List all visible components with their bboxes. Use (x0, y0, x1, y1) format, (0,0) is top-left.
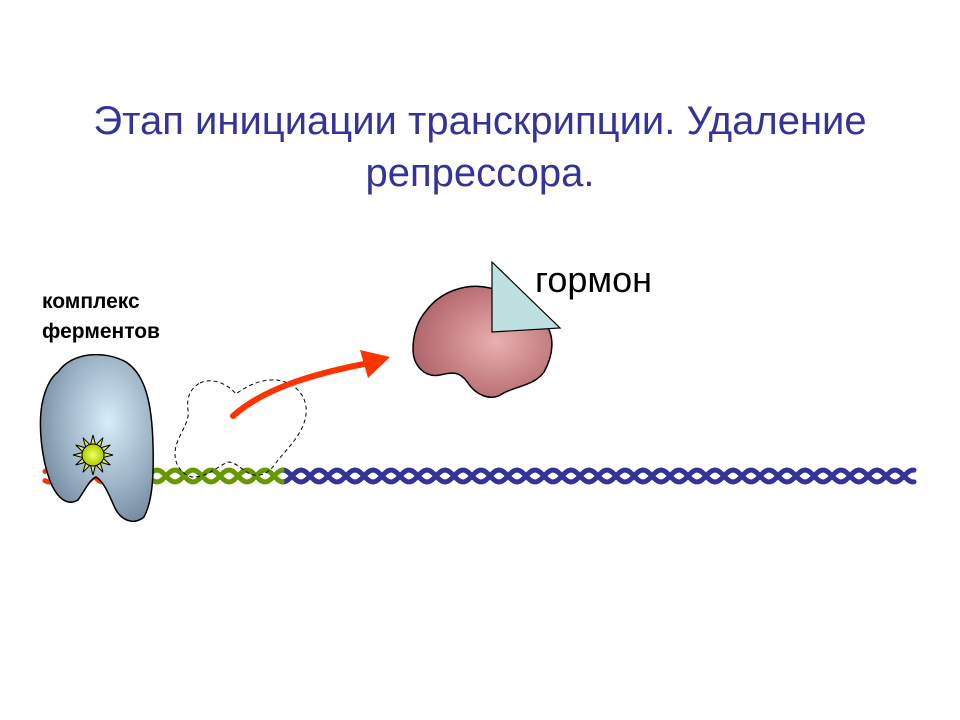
enzyme-complex-label-line-2: ферментов (42, 320, 160, 343)
dna-strand-operator-b (147, 467, 285, 485)
arrow-head-icon (360, 350, 390, 378)
repressor-former-site-outline (174, 379, 307, 478)
enzyme-complex-label: комплекс ферментов (42, 287, 160, 347)
enzyme-complex-shape (39, 353, 154, 522)
hormone-label: гормон (535, 259, 653, 300)
title-line-1: Этап инициации транскрипции. Удаление (93, 99, 867, 143)
enzyme-complex-label-line-1: комплекс (42, 290, 140, 313)
repressor-release-arrow (230, 361, 367, 419)
slide-title: Этап инициации транскрипции. Удаление ре… (40, 95, 920, 199)
dna-strand-main-b (279, 467, 917, 485)
hormone-molecule-shape (491, 260, 562, 333)
dna-operator-segment (147, 467, 285, 485)
active-site-star-icon (72, 434, 114, 476)
dna-helix-main (279, 467, 917, 485)
dna-strand-operator-a (147, 467, 285, 485)
title-line-2: репрессора. (365, 151, 595, 195)
